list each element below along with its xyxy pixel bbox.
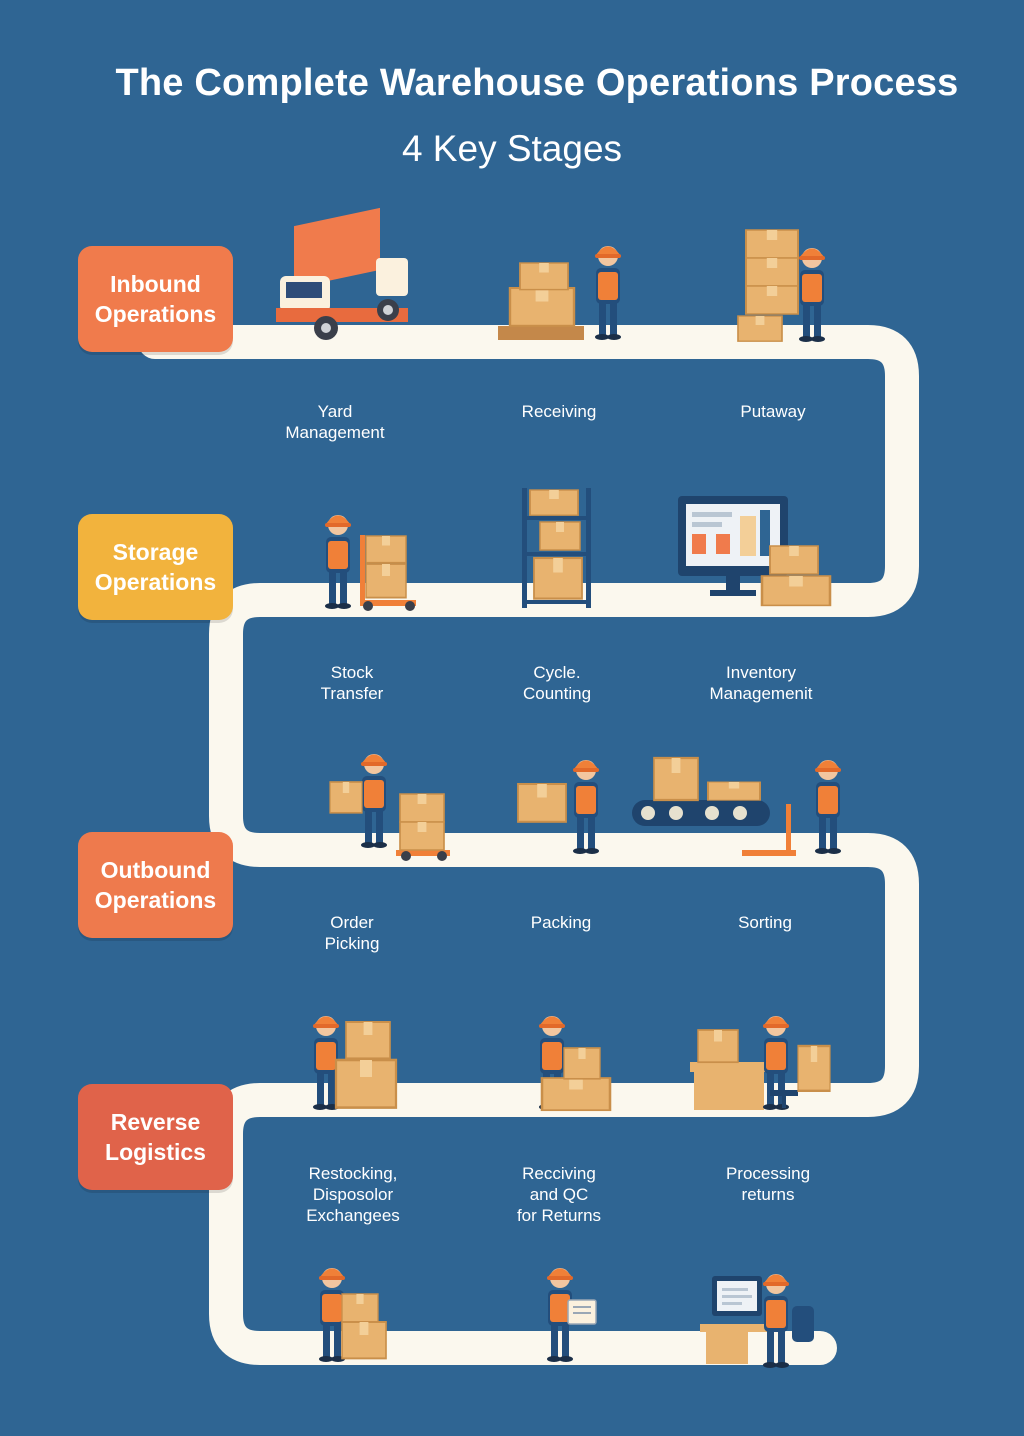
step-stock-transfer: Stock Transfer <box>320 663 384 703</box>
page-subtitle: 4 Key Stages <box>401 128 623 169</box>
shelving-rack-icon <box>522 488 591 608</box>
step-putaway: Putaway <box>740 402 806 421</box>
carrying-worker-icon <box>329 754 450 861</box>
step-cycle-counting: Cycle. Counting <box>522 663 592 703</box>
step-receiving-qc-returns: Recciving and QC for Returns <box>516 1164 602 1225</box>
receiving-worker-icon <box>498 246 621 340</box>
picking-worker-icon <box>313 1016 398 1110</box>
inventory-monitor-icon <box>678 496 832 607</box>
step-restocking: Restocking, Disposolor Exchangees <box>306 1164 400 1225</box>
returns-desk-worker-icon <box>700 1274 814 1368</box>
conveyor-worker-icon <box>632 756 841 856</box>
box-handling-worker-icon <box>516 760 599 854</box>
page-title: The Complete Warehouse Operations Proces… <box>115 62 959 104</box>
sorting-desk-worker-icon <box>690 1016 832 1110</box>
stage-box-outbound: Outbound Operations <box>78 832 233 938</box>
step-sorting: Sorting <box>738 913 792 932</box>
qc-clipboard-worker-icon <box>547 1268 597 1362</box>
step-receiving: Receiving <box>521 402 597 421</box>
stage-box-inbound: Inbound Operations <box>78 246 233 352</box>
restocking-worker-icon <box>319 1268 387 1362</box>
putaway-worker-icon <box>737 229 825 343</box>
delivery-truck-icon <box>276 207 408 340</box>
step-yard-management: Yard Management <box>285 402 385 442</box>
step-packing: Packing <box>530 913 592 932</box>
step-order-picking: Order Picking <box>324 913 380 953</box>
hand-truck-worker-icon <box>325 515 416 611</box>
stage-box-storage: Storage Operations <box>78 514 233 620</box>
stage-box-reverse: Reverse Logistics <box>78 1084 233 1190</box>
step-inventory-management: Inventory Managemenit <box>709 663 813 703</box>
step-processing-returns: Processing returns <box>725 1164 811 1204</box>
packing-worker-icon <box>539 1016 612 1112</box>
